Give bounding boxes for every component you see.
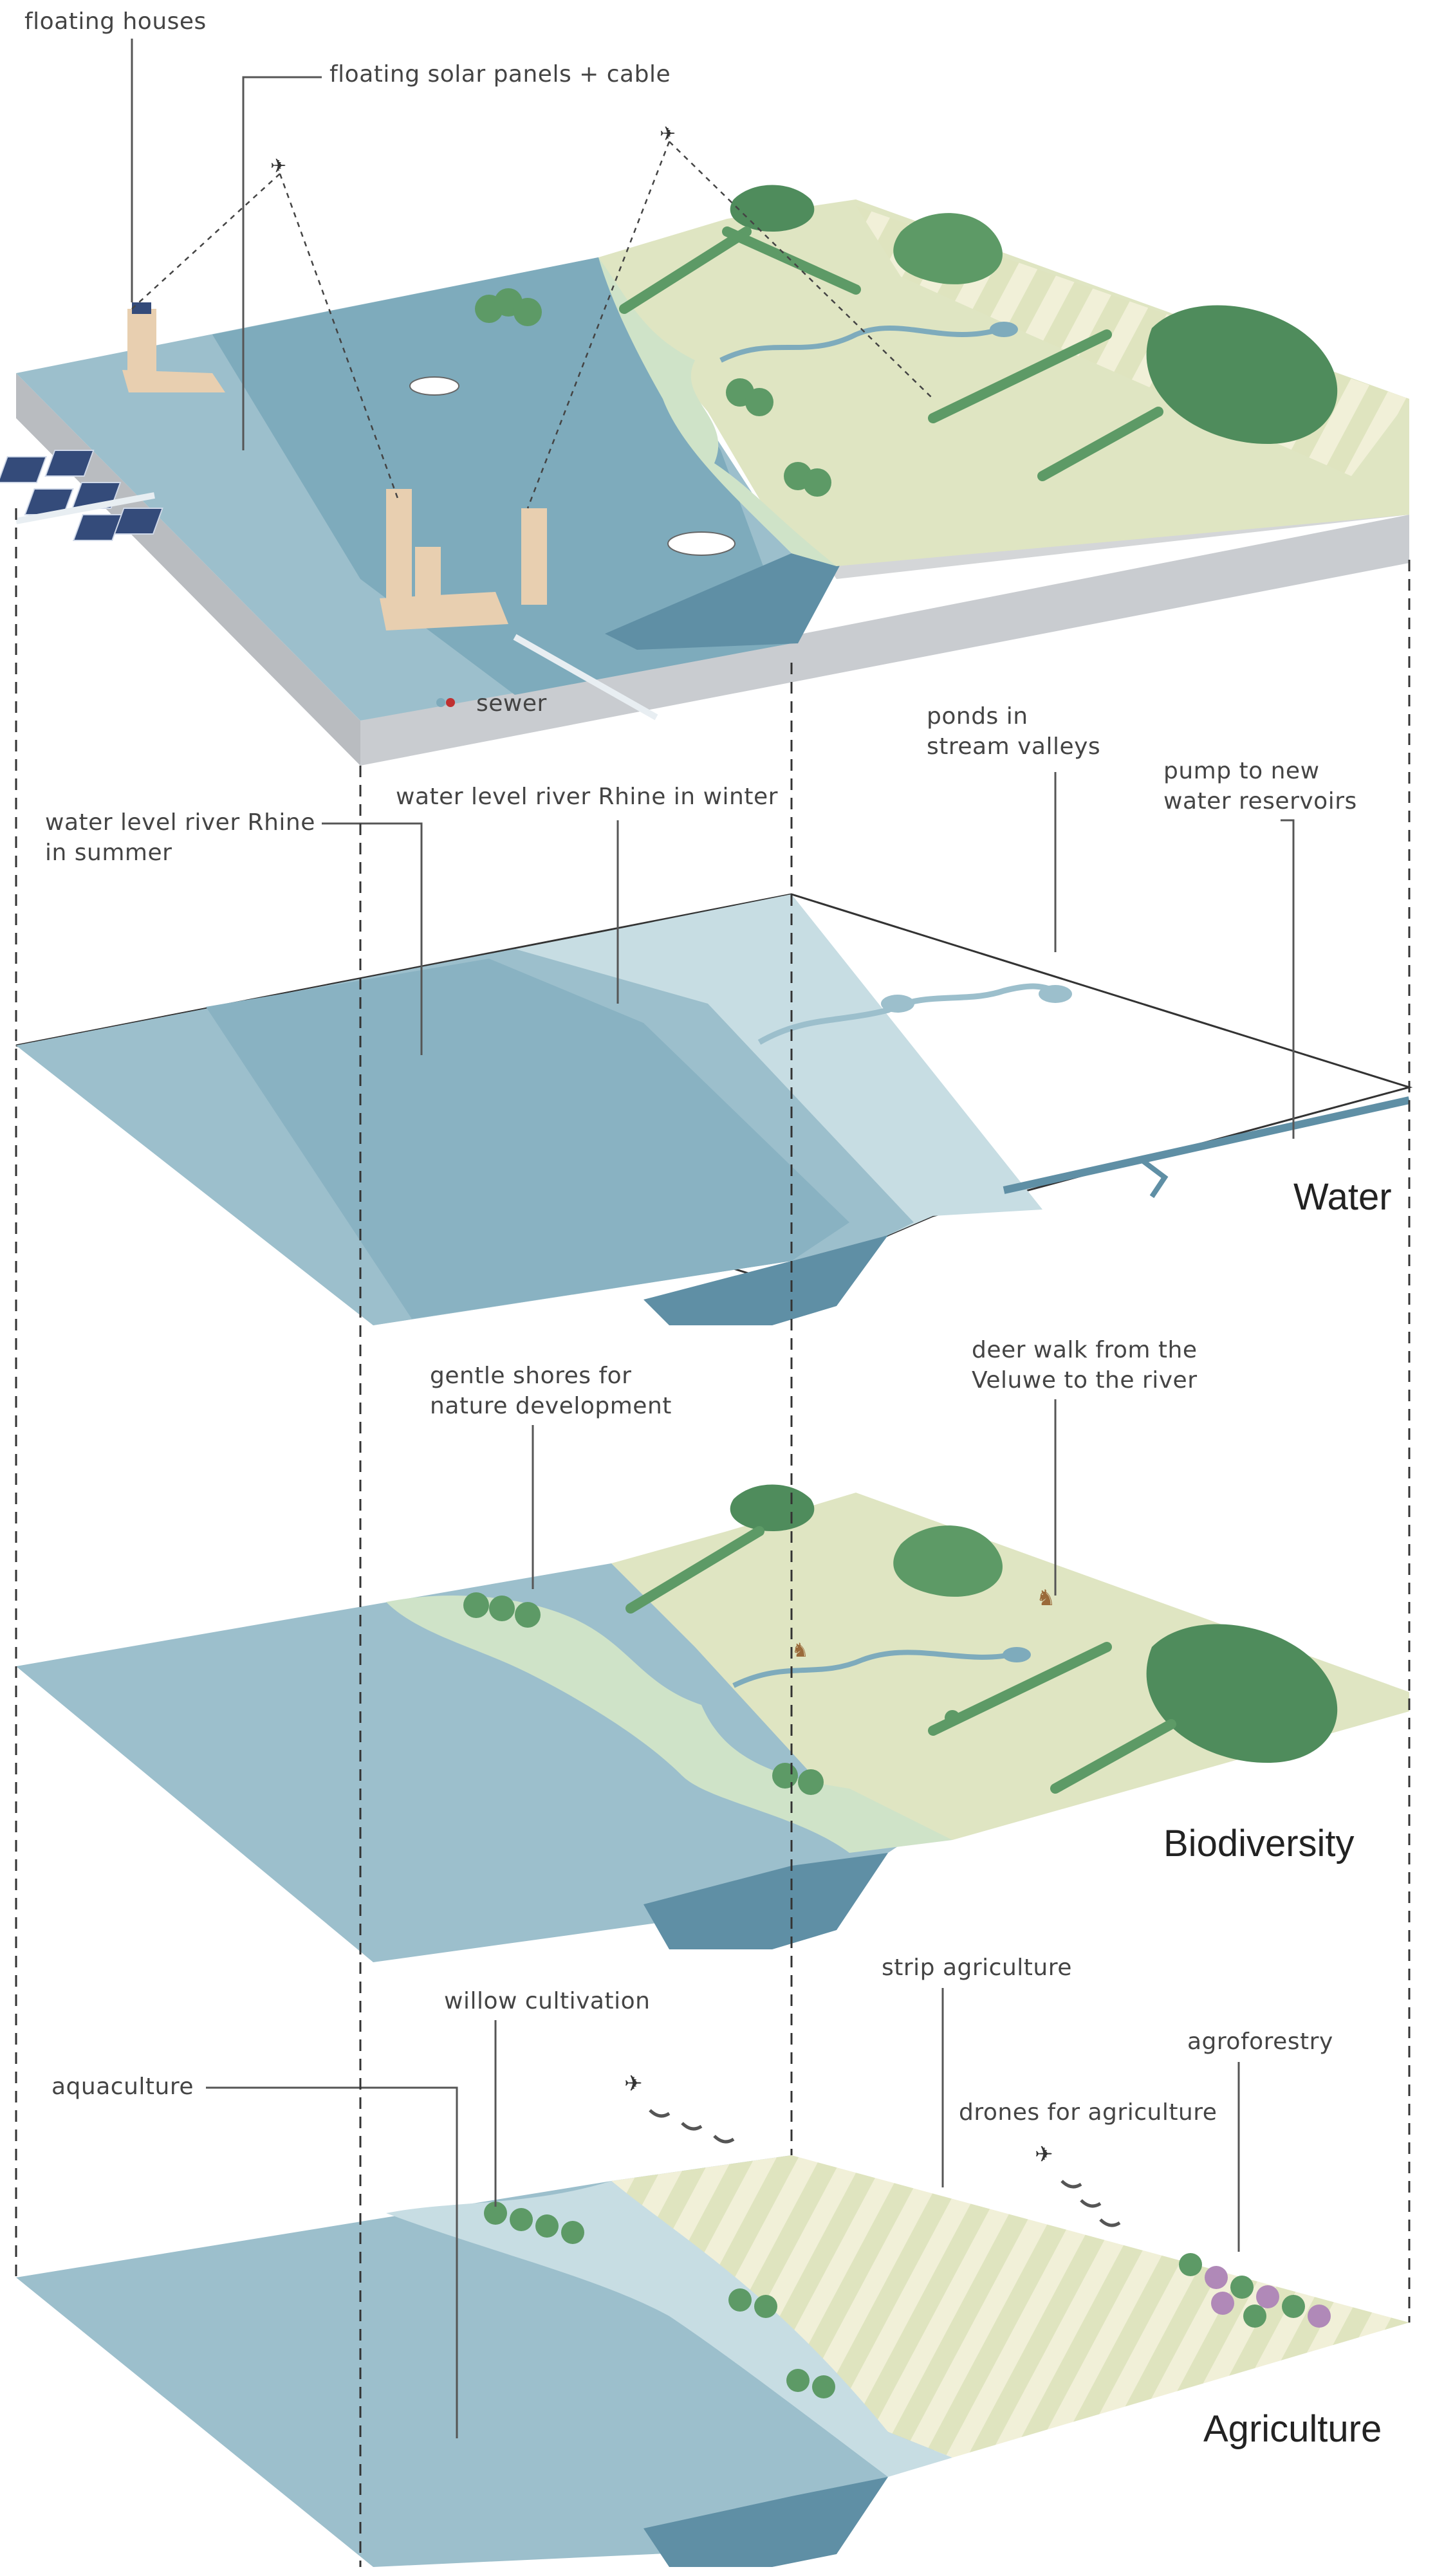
leader-water-summer bbox=[322, 822, 423, 1055]
forest-patch bbox=[730, 1484, 815, 1531]
water-layer bbox=[15, 893, 1413, 1325]
layer-title-biodiversity: Biodiversity bbox=[1163, 1823, 1355, 1864]
agri-strip-fields bbox=[611, 2155, 1409, 2458]
sewer-node-icon bbox=[446, 698, 455, 707]
tree-line bbox=[625, 1526, 764, 1614]
label-pump-line2: water reservoirs bbox=[1163, 788, 1357, 814]
label-water-summer-line2: in summer bbox=[45, 840, 172, 866]
stream-valley bbox=[757, 983, 1064, 1045]
combined-block: ✈ ✈ bbox=[0, 124, 1409, 766]
summer-deep-channel bbox=[206, 959, 849, 1319]
leader-floating-solar bbox=[242, 76, 322, 450]
tree-line bbox=[1037, 407, 1163, 481]
river-cross-section bbox=[605, 553, 843, 650]
label-drones: drones for agriculture bbox=[959, 2099, 1217, 2126]
bio-land bbox=[611, 1493, 1409, 1840]
biodiversity-layer: ♞ ♞ bbox=[16, 1484, 1409, 1962]
tree-line bbox=[1050, 1719, 1176, 1794]
tree-line bbox=[928, 1642, 1112, 1736]
label-deer: deer walk from the bbox=[972, 1337, 1198, 1363]
forest-patch bbox=[893, 213, 1003, 284]
pond bbox=[1039, 985, 1072, 1003]
sewer-pipe bbox=[15, 492, 155, 524]
pond bbox=[1003, 1647, 1031, 1662]
bio-cross-section bbox=[643, 1853, 888, 1949]
boat bbox=[409, 376, 459, 396]
pond bbox=[990, 322, 1018, 337]
label-gentle-shores-line2: nature development bbox=[430, 1393, 672, 1419]
block-front-side bbox=[360, 515, 1409, 766]
stream bbox=[719, 326, 1005, 363]
block-left-side bbox=[16, 373, 360, 766]
layer-title-agriculture: Agriculture bbox=[1203, 2408, 1382, 2450]
water-cross-section bbox=[643, 1235, 888, 1325]
label-willow: willow cultivation bbox=[444, 1988, 650, 2014]
floating-solar-panels bbox=[0, 450, 163, 541]
tree-line bbox=[928, 329, 1112, 423]
label-pump: pump to new bbox=[1163, 758, 1320, 784]
drone-icon: ✈ bbox=[1035, 2143, 1053, 2167]
deer-icon: ♞ bbox=[792, 1640, 809, 1661]
sewer-node-icon bbox=[436, 698, 445, 707]
pond bbox=[881, 995, 914, 1013]
label-floating-houses: floating houses bbox=[24, 8, 207, 35]
pump-pipe bbox=[1003, 1096, 1411, 1194]
forest-patch bbox=[730, 185, 815, 232]
leader-aquaculture bbox=[206, 2086, 458, 2438]
willow-trees bbox=[475, 288, 831, 497]
tree-line bbox=[619, 226, 752, 314]
forest-patch bbox=[893, 1525, 1003, 1597]
agroforestry-trees bbox=[1179, 2253, 1331, 2328]
leader-pump bbox=[1281, 819, 1295, 1139]
deer-icon: ♞ bbox=[1036, 1587, 1055, 1610]
drone-icon: ✈ bbox=[624, 2072, 643, 2096]
label-water-winter: water level river Rhine in winter bbox=[396, 784, 778, 810]
drone-spray-arcs bbox=[649, 2109, 1121, 2227]
forest-patch bbox=[1146, 305, 1338, 444]
label-water-summer: water level river Rhine bbox=[45, 809, 315, 836]
layer-title-water: Water bbox=[1293, 1176, 1392, 1218]
boat bbox=[667, 531, 736, 556]
forest-patch bbox=[1146, 1624, 1338, 1763]
label-strip-agriculture: strip agriculture bbox=[882, 1955, 1072, 1981]
label-aquaculture: aquaculture bbox=[51, 2074, 194, 2100]
label-agroforestry: agroforestry bbox=[1187, 2029, 1333, 2055]
sewer-pipe bbox=[513, 634, 658, 721]
agri-shore bbox=[386, 2181, 952, 2477]
floating-houses bbox=[122, 302, 547, 630]
label-deer-line2: Veluwe to the river bbox=[972, 1367, 1198, 1394]
label-gentle-shores: gentle shores for bbox=[430, 1363, 631, 1389]
pump-arrow-icon bbox=[1137, 1155, 1169, 1199]
agri-cross-section bbox=[643, 2477, 888, 2567]
stream bbox=[732, 1650, 1017, 1688]
drone-icon: ✈ bbox=[270, 156, 286, 177]
label-ponds-line2: stream valleys bbox=[927, 733, 1100, 760]
label-ponds: ponds in bbox=[927, 703, 1028, 730]
label-sewer: sewer bbox=[476, 690, 547, 717]
label-floating-solar: floating solar panels + cable bbox=[329, 61, 671, 87]
drone-icon: ✈ bbox=[660, 124, 676, 145]
agriculture-layer: ✈ ✈ bbox=[16, 2072, 1409, 2567]
tree-line bbox=[722, 226, 861, 295]
willow-cultivation-trees bbox=[484, 2202, 835, 2398]
